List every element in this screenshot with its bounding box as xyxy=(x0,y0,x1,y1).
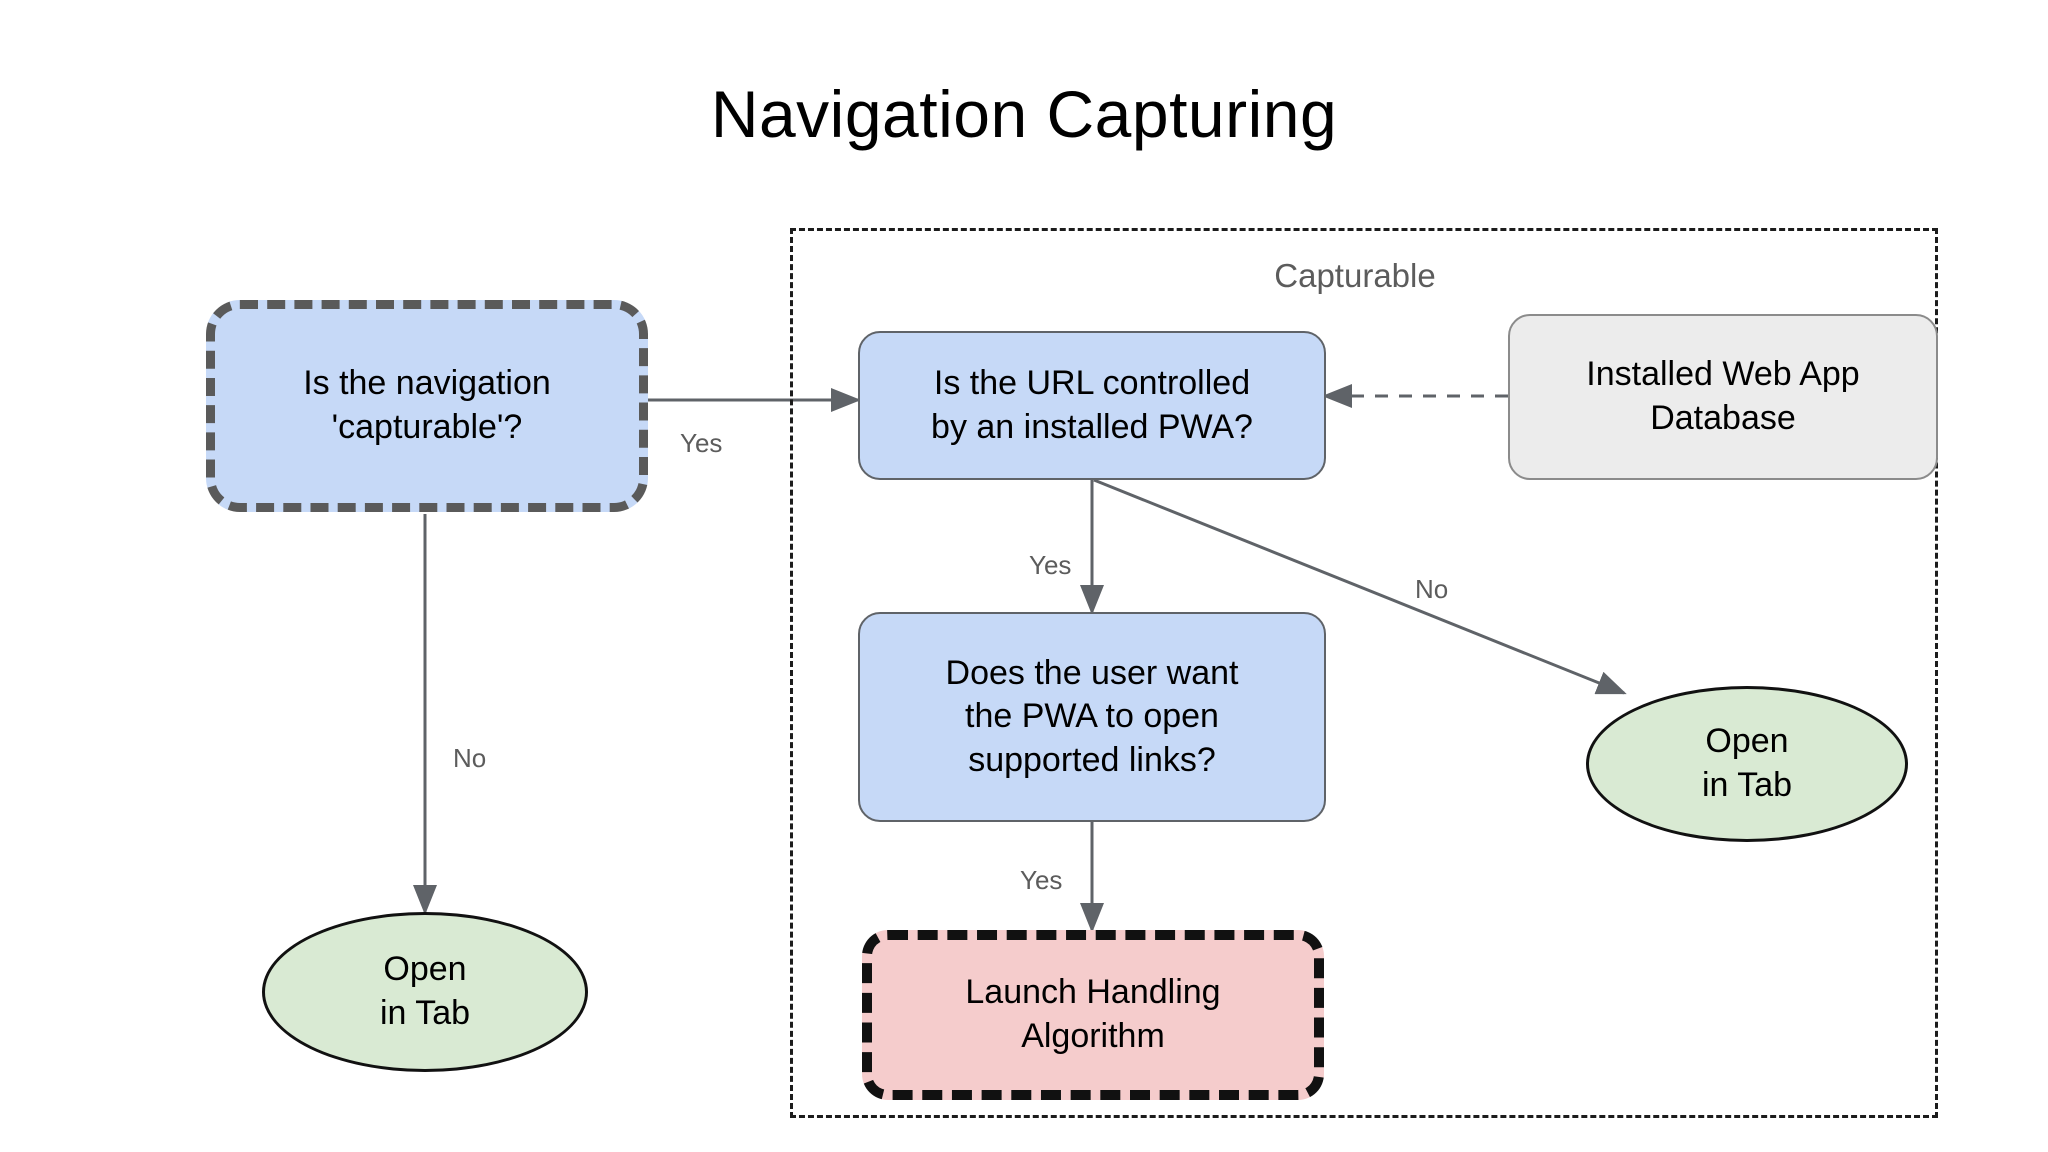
node-is-navigation-capturable-label: Is the navigation 'capturable'? xyxy=(303,364,551,446)
node-installed-web-app-database-label: Installed Web App Database xyxy=(1586,355,1860,437)
node-open-in-tab-left[interactable]: Open in Tab xyxy=(262,912,588,1072)
node-launch-handling-algorithm[interactable]: Launch Handling Algorithm xyxy=(862,930,1324,1100)
node-does-user-want-pwa-open-links[interactable]: Does the user want the PWA to open suppo… xyxy=(858,612,1326,822)
edge-label-userwant-yes: Yes xyxy=(1020,865,1063,895)
node-is-url-controlled-by-pwa-label: Is the URL controlled by an installed PW… xyxy=(931,363,1253,446)
edge-label-capturable-yes: Yes xyxy=(680,428,723,458)
node-installed-web-app-database[interactable]: Installed Web App Database xyxy=(1508,314,1938,480)
edge-url-no xyxy=(1093,478,1627,695)
node-is-url-controlled-by-pwa[interactable]: Is the URL controlled by an installed PW… xyxy=(858,331,1326,480)
node-does-user-want-pwa-open-links-label: Does the user want the PWA to open suppo… xyxy=(945,653,1239,779)
node-open-in-tab-left-label: Open in Tab xyxy=(379,950,471,1032)
capturable-group-container xyxy=(790,228,1938,1118)
edge-label-capturable-no: No xyxy=(453,743,487,773)
edge-label-url-yes: Yes xyxy=(1029,550,1072,580)
edge-label-url-no: No xyxy=(1415,574,1449,604)
page-title: Navigation Capturing xyxy=(710,77,1338,151)
node-open-in-tab-right[interactable]: Open in Tab xyxy=(1586,686,1908,842)
node-open-in-tab-right-label: Open in Tab xyxy=(1701,722,1793,804)
node-launch-handling-algorithm-label: Launch Handling Algorithm xyxy=(965,973,1221,1055)
node-is-navigation-capturable[interactable]: Is the navigation 'capturable'? xyxy=(206,300,648,512)
capturable-group-label: Capturable xyxy=(1274,257,1436,294)
